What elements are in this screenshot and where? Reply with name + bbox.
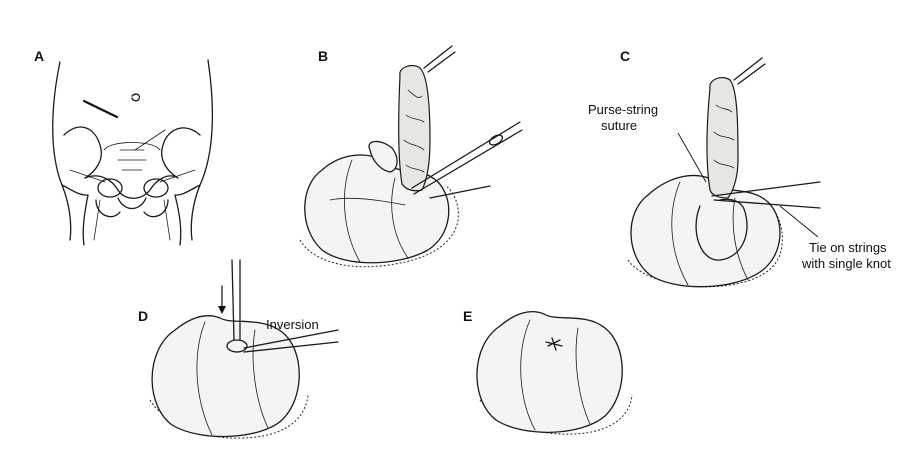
purse-string-leader (678, 133, 706, 182)
panel-label-d: D (138, 308, 148, 324)
panel-label-b: B (318, 48, 328, 64)
umbilicus (132, 94, 139, 101)
inversion-label: Inversion (266, 317, 319, 332)
suture-label: suture (601, 118, 637, 133)
panel-b: B (300, 46, 522, 267)
inversion-arrow (218, 286, 226, 314)
panel-d: D Inversion (138, 260, 338, 438)
panel-label-a: A (34, 48, 44, 64)
incision-mark (84, 101, 117, 117)
tie-leader (780, 206, 818, 237)
appendix-c (707, 78, 738, 198)
pelvis-outline (53, 60, 213, 245)
holding-forceps-c (734, 58, 765, 84)
panel-a: A (34, 48, 212, 245)
cecum-e (477, 312, 622, 433)
cecum-d (152, 316, 299, 437)
panel-label-c: C (620, 48, 630, 64)
tie-strings-label: Tie on strings (809, 240, 887, 255)
panel-c: C Purse-string suture Tie on strings wit… (588, 48, 891, 287)
single-knot-label: with single knot (801, 256, 891, 271)
panel-label-e: E (463, 308, 472, 324)
panel-e: E (463, 308, 632, 434)
holding-forceps (424, 46, 455, 72)
cecum-c (631, 175, 780, 286)
purse-string-label: Purse-string (588, 102, 658, 117)
